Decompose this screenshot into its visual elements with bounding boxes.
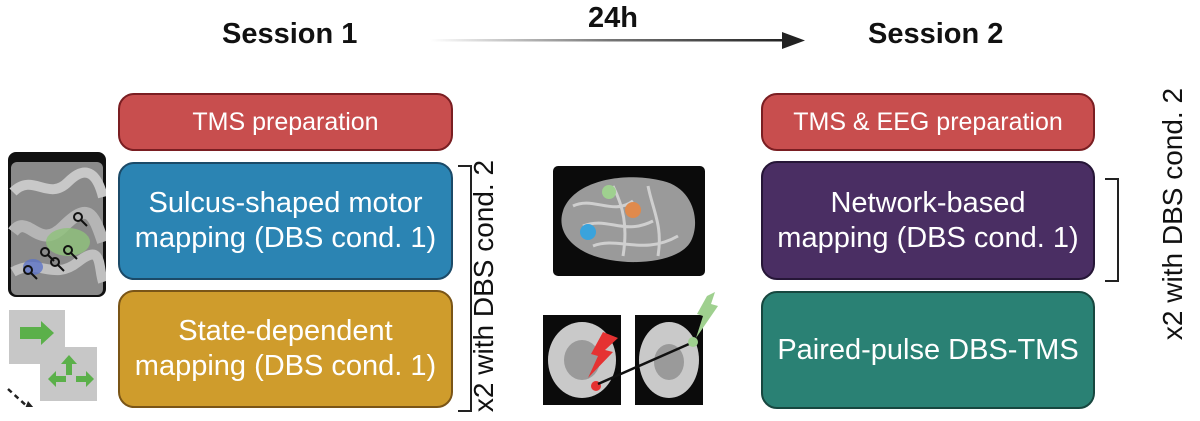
session-1-title: Session 1 — [222, 18, 358, 50]
tms-eeg-preparation-box: TMS & EEG preparation — [761, 93, 1095, 151]
session-2-title: Session 2 — [868, 18, 1004, 50]
tms-target-dot — [688, 337, 698, 347]
tms-eeg-preparation-label: TMS & EEG preparation — [793, 108, 1063, 136]
network-mapping-line1: Network-based — [830, 186, 1026, 219]
paired-pulse-box: Paired-pulse DBS-TMS — [761, 291, 1095, 409]
coil-icons — [23, 212, 88, 280]
tms-preparation-box: TMS preparation — [118, 93, 453, 151]
sulcus-mapping-box: Sulcus-shaped motor mapping (DBS cond. 1… — [118, 162, 453, 280]
state-dependent-line1: State-dependent — [178, 315, 393, 348]
sulcus-mapping-line1: Sulcus-shaped motor — [148, 187, 423, 220]
network-mapping-box: Network-based mapping (DBS cond. 1) — [761, 161, 1095, 280]
tms-lightning-icon — [696, 292, 718, 338]
motor-cortex-map-image — [8, 152, 106, 297]
session-1-repeat-label: x2 with DBS cond. 2 — [468, 159, 499, 413]
network-mapping-line2: mapping (DBS cond. 1) — [777, 221, 1079, 254]
network-brain-image — [553, 166, 705, 276]
session-2-repeat-label: x2 with DBS cond. 2 — [1157, 87, 1188, 341]
state-dependent-line2: mapping (DBS cond. 1) — [134, 350, 437, 382]
session-2-repeat-bracket — [1105, 178, 1119, 282]
paired-pulse-label: Paired-pulse DBS-TMS — [777, 333, 1079, 366]
sulcus-mapping-line2: mapping (DBS cond. 1) — [134, 222, 437, 254]
state-dependent-box: State-dependent mapping (DBS cond. 1) — [118, 290, 453, 408]
state-dependent-task-image — [7, 310, 97, 407]
session-1-repeat-bracket — [458, 165, 472, 412]
dbs-lightning-icon — [588, 332, 618, 378]
interval-label: 24h — [588, 2, 638, 34]
timeline-arrow — [430, 32, 805, 49]
tms-preparation-label: TMS preparation — [192, 108, 379, 136]
dbs-tms-coronal-image — [543, 292, 718, 405]
